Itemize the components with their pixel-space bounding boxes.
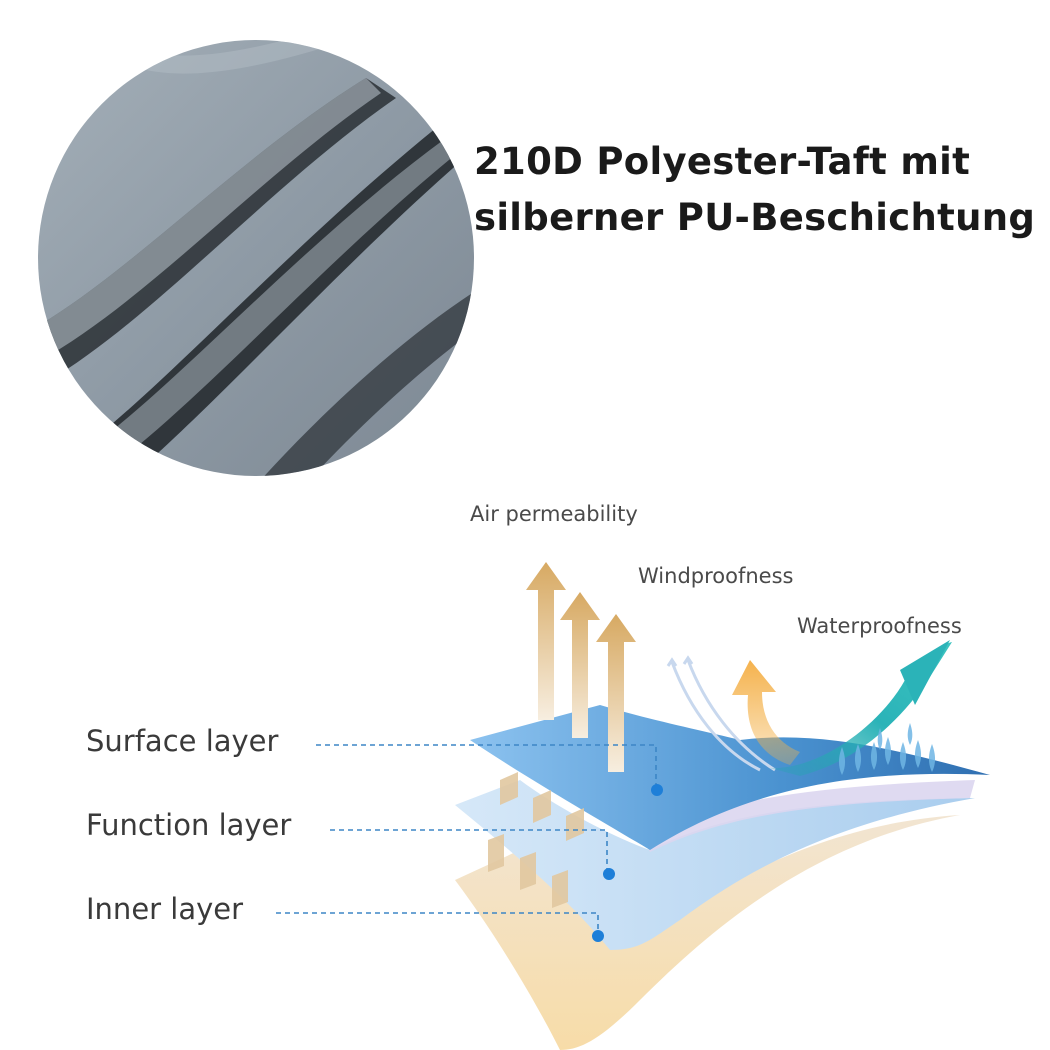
air-permeability-label: Air permeability (470, 502, 638, 526)
leader-dots (592, 784, 663, 942)
windproofness-wisps (666, 655, 776, 772)
wind-arrow (732, 660, 800, 765)
fabric-layer-diagram: Air permeability Windproofness Waterproo… (0, 480, 1050, 1050)
function-layer-pillars (488, 772, 584, 908)
inner-layer-label: Inner layer (86, 892, 244, 926)
windproofness-label: Windproofness (638, 564, 794, 588)
headline-line-2: silberner PU-Beschichtung (474, 196, 1036, 239)
fabric-swatch-image (38, 40, 474, 476)
waterproofness-label: Waterproofness (797, 614, 962, 638)
headline-line-1: 210D Polyester-Taft mit (474, 140, 971, 183)
function-layer-shape (455, 780, 975, 950)
water-drops (838, 723, 936, 775)
air-permeability-arrows (526, 562, 636, 772)
surface-layer-label: Surface layer (86, 724, 279, 758)
leader-lines (276, 744, 657, 935)
function-layer-label: Function layer (86, 808, 292, 842)
surface-layer-shape (470, 705, 990, 850)
inner-layer-shape (455, 815, 960, 1050)
layer-illustration (276, 562, 990, 1050)
headline: 210D Polyester-Taft mit silberner PU-Bes… (474, 134, 1044, 246)
